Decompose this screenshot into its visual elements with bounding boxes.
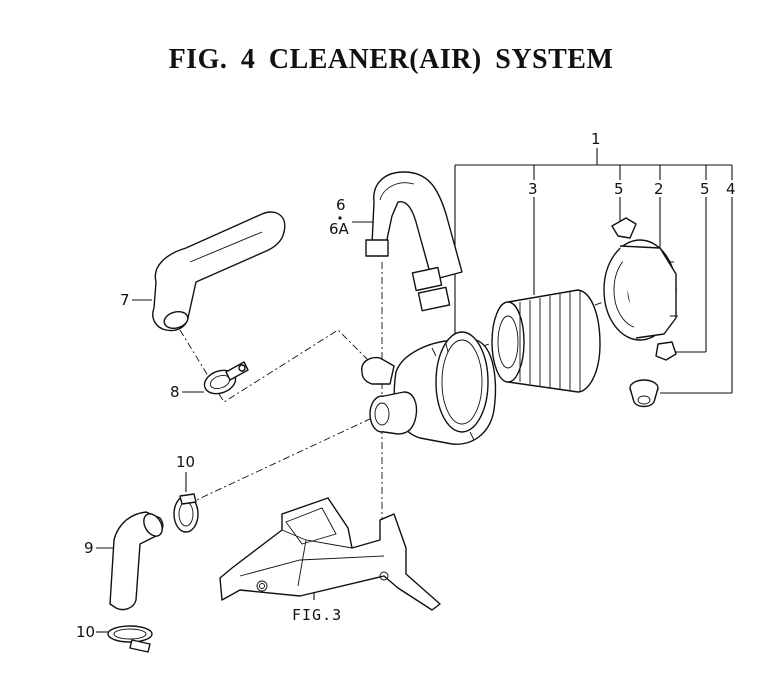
callout-10-lower: 10 bbox=[76, 623, 95, 641]
leader-lines bbox=[96, 148, 733, 633]
lower-clamp-upper bbox=[173, 493, 199, 533]
callout-7: 7 bbox=[120, 291, 130, 309]
callout-5-lower: 5 bbox=[700, 180, 710, 198]
upper-clamp-part bbox=[203, 361, 249, 395]
dust-valve bbox=[629, 379, 659, 408]
callout-5-upper: 5 bbox=[614, 180, 624, 198]
callout-6-dot bbox=[338, 216, 342, 220]
callout-6: 6 bbox=[336, 196, 346, 214]
figure-title: FIG. 4 CLEANER(AIR) SYSTEM bbox=[168, 44, 614, 75]
callout-1: 1 bbox=[591, 130, 601, 148]
callout-4: 4 bbox=[726, 180, 736, 198]
callout-10-upper: 10 bbox=[176, 453, 195, 471]
callout-9: 9 bbox=[84, 539, 94, 557]
mounting-bracket bbox=[219, 497, 441, 611]
callout-6a: 6A bbox=[329, 220, 350, 238]
callout-8: 8 bbox=[170, 383, 180, 401]
callout-3: 3 bbox=[528, 180, 538, 198]
air-cleaner-housing bbox=[361, 331, 497, 445]
callout-labels: 1 3 5 2 5 4 6 6A 7 8 10 9 10 FIG.3 bbox=[76, 130, 736, 641]
clip-upper bbox=[611, 217, 637, 239]
filter-element bbox=[491, 289, 601, 393]
figure-reference: FIG.3 bbox=[292, 606, 342, 624]
lower-clamp-lower bbox=[107, 625, 153, 653]
cleaner-cover bbox=[603, 239, 678, 341]
clip-lower bbox=[655, 341, 677, 361]
callout-2: 2 bbox=[654, 180, 664, 198]
lower-hose-part bbox=[109, 511, 164, 611]
strap-part bbox=[365, 171, 463, 312]
upper-hose-part bbox=[152, 211, 286, 332]
